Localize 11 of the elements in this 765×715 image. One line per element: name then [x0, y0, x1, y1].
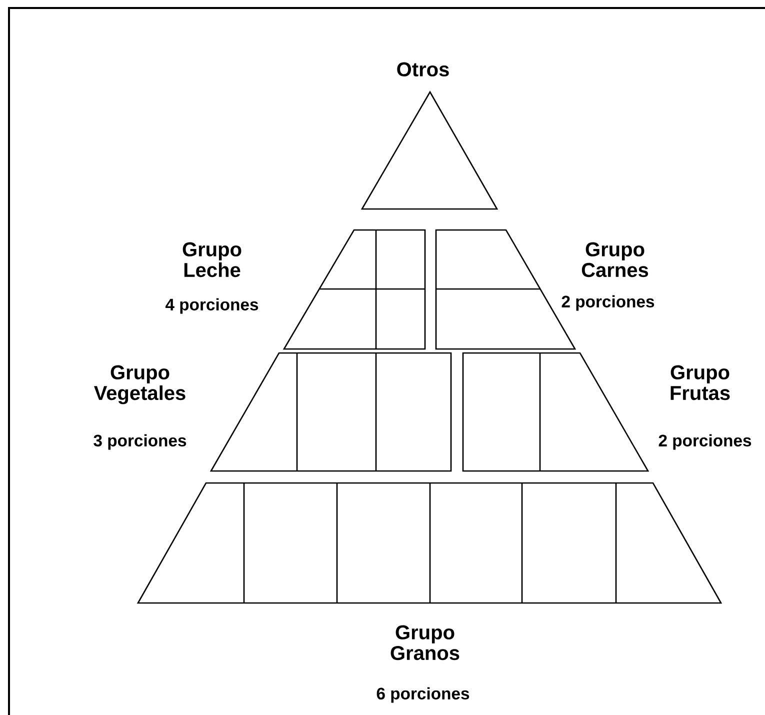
portion-label: 6 porciones — [376, 687, 470, 703]
portion-label: 4 porciones — [165, 298, 258, 314]
group-label: Grupo Carnes — [582, 242, 648, 278]
group-label: Grupo Frutas — [670, 365, 730, 400]
portion-label: 2 porciones — [562, 295, 654, 311]
group-label: Grupo Leche — [182, 242, 242, 278]
portion-label: 2 porciones — [658, 434, 752, 450]
portion-label: 3 porciones — [94, 434, 186, 450]
group-label: Grupo Granos — [390, 625, 460, 660]
group-label: Grupo Vegetales — [94, 365, 186, 404]
group-label: Otros — [397, 62, 449, 76]
